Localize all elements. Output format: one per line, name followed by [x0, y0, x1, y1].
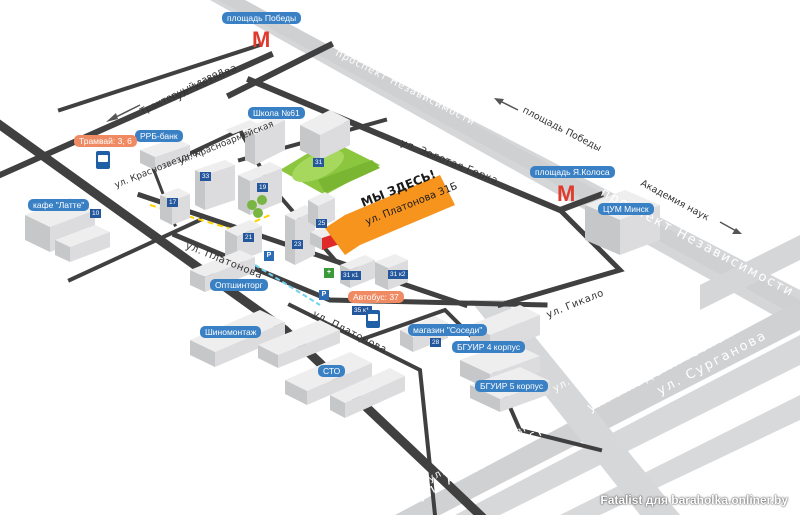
house-number-17: 17: [167, 198, 179, 207]
house-number-31k2: 31 к2: [388, 270, 408, 279]
label-pl-pobedy-right: площадь Победы: [521, 105, 603, 154]
house-number-25: 25: [316, 219, 328, 228]
pharmacy-icon[interactable]: +: [324, 268, 334, 278]
metro-icon-pobedy[interactable]: M: [252, 27, 271, 52]
bus-stop-glyph: [368, 314, 378, 321]
tag-pl-pobedy[interactable]: площадь Победы: [222, 12, 302, 24]
tag-tsum[interactable]: ЦУМ Минск: [598, 203, 654, 215]
direction-pl-pobedy: [494, 98, 519, 111]
tag-sto[interactable]: СТО: [318, 365, 346, 377]
tram-stop-icon[interactable]: [96, 151, 110, 169]
tag-tram[interactable]: Трамвай: 3, 6: [74, 135, 137, 147]
direction-traktorny: [106, 104, 141, 122]
trees: [247, 195, 267, 218]
house-number-31k1: 31 к1: [341, 271, 361, 280]
tag-bguir4[interactable]: БГУИР 4 корпус: [452, 341, 526, 353]
here-marker: [310, 175, 455, 255]
tram-stop-glyph: [98, 155, 108, 162]
tag-school[interactable]: Школа №61: [248, 107, 305, 119]
parking-icon[interactable]: P: [319, 290, 329, 300]
house-number-31: 31: [313, 158, 325, 167]
label-nezavisimosti-top: проспект Независимости: [334, 48, 477, 128]
house-number-28: 28: [430, 338, 442, 347]
watermark: Fatalist для baraholka.onliner.by: [600, 493, 788, 507]
house-number-10: 10: [90, 209, 102, 218]
tag-rrb[interactable]: РРБ-банк: [135, 130, 183, 142]
tag-latte[interactable]: кафе "Латте": [28, 199, 90, 211]
house-number-33: 33: [200, 172, 212, 181]
label-traktorny: Тракторный завод: [137, 66, 226, 118]
tag-bus[interactable]: Автобус: 37: [348, 291, 404, 303]
house-number-35k1: 35 к1: [352, 306, 372, 315]
direction-akademiya: [719, 221, 742, 234]
metro-icon-kolosa[interactable]: M: [557, 181, 576, 206]
tag-shinomontazh[interactable]: Шиномонтаж: [200, 326, 262, 338]
label-tikalo: ул. Гикало: [545, 288, 606, 321]
bus-stop-icon[interactable]: [366, 310, 380, 328]
tag-bguir5[interactable]: БГУИР 5 корпус: [475, 380, 549, 392]
tram-route: [149, 204, 271, 232]
tag-optshintorg[interactable]: Оптшинторг: [210, 279, 268, 291]
tag-yakolosa[interactable]: площадь Я.Колоса: [530, 166, 615, 178]
house-number-19: 19: [257, 183, 269, 192]
tag-sosedi[interactable]: магазин "Соседи": [408, 324, 488, 336]
walking-route: [254, 264, 321, 306]
house-number-23: 23: [292, 240, 304, 249]
house-number-21: 21: [243, 233, 255, 242]
parking-icon[interactable]: P: [264, 251, 274, 261]
